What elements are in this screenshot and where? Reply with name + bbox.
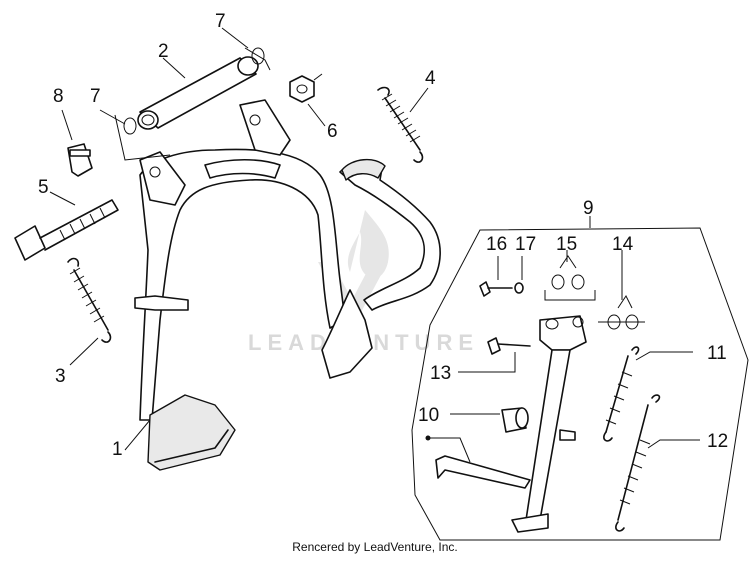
pivot-shaft-part [137, 56, 259, 130]
spring-small-part [603, 346, 640, 442]
spring-upper-part [377, 86, 424, 163]
callout-17: 17 [515, 234, 536, 255]
spring-lower-part [67, 257, 112, 343]
callout-5: 5 [38, 177, 49, 198]
screw-small-part [479, 281, 513, 297]
callout-labels: 2 7 7 8 5 6 4 3 1 9 16 17 15 14 13 10 11… [38, 11, 728, 460]
center-stand-part [134, 99, 373, 471]
foot-peg-part [425, 435, 531, 489]
spring-large-part [615, 394, 661, 532]
callout-3: 3 [55, 366, 66, 387]
sidestand-assembly-outline [411, 216, 749, 541]
callout-9: 9 [583, 198, 594, 219]
callout-12: 12 [707, 431, 728, 452]
callout-11: 11 [707, 343, 727, 364]
bolt-medium-part [487, 337, 531, 355]
callout-15: 15 [556, 234, 577, 255]
callout-14: 14 [612, 234, 634, 255]
leader-lines [49, 27, 700, 451]
callout-7-left: 7 [90, 86, 101, 107]
bolt-part [14, 199, 119, 261]
callout-7-top: 7 [215, 11, 226, 32]
callout-8: 8 [53, 86, 64, 107]
bushing-part [544, 255, 645, 330]
circlip-part [114, 47, 271, 161]
callout-4: 4 [425, 68, 436, 89]
callout-6: 6 [327, 121, 338, 142]
callout-16: 16 [486, 234, 507, 255]
callout-1: 1 [112, 439, 123, 460]
footer-credit: Rencered by LeadVenture, Inc. [292, 540, 458, 554]
callout-13: 13 [430, 363, 451, 384]
callout-2: 2 [158, 41, 169, 62]
clamp-part [67, 143, 93, 177]
pedal-arm-part [339, 159, 441, 311]
nut-part [289, 73, 323, 103]
washer-part [514, 282, 524, 294]
sidestand-leg-part [511, 315, 587, 533]
rubber-bumper-part [501, 407, 529, 433]
callout-10: 10 [418, 405, 439, 426]
